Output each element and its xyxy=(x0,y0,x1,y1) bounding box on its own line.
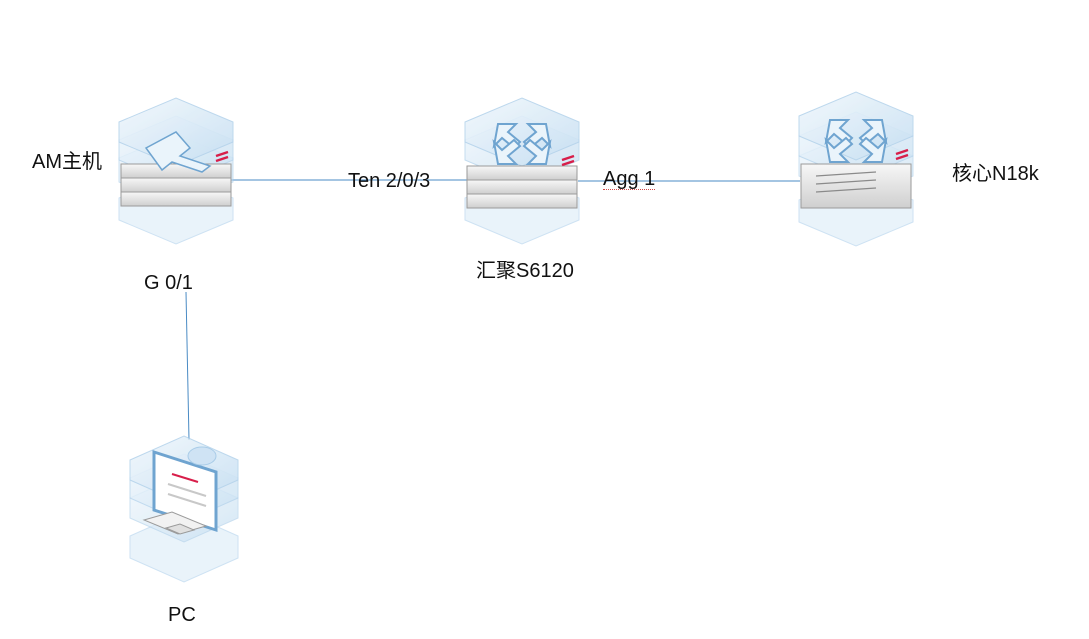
node-label-pc: PC xyxy=(168,604,196,626)
port-label-am-agg: Ten 2/0/3 xyxy=(348,170,431,192)
core-switch-icon[interactable] xyxy=(798,91,914,247)
port-label-agg-core: Agg 1 xyxy=(603,168,656,190)
links xyxy=(185,179,800,441)
port-label-am-pc: G 0/1 xyxy=(144,272,193,294)
node-label-core: 核心N18k xyxy=(952,163,1039,185)
switch-icon[interactable] xyxy=(464,97,580,245)
router-icon[interactable] xyxy=(118,97,234,245)
link-am-pc xyxy=(185,291,190,441)
pc-icon[interactable] xyxy=(129,435,239,583)
node-label-am: AM主机 xyxy=(32,151,102,173)
node-label-agg: 汇聚S6120 xyxy=(476,260,574,282)
